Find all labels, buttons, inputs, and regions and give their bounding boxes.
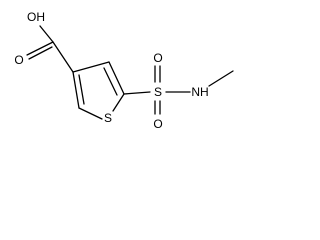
bond-amine-methyl bbox=[208, 70, 234, 87]
sulfonyl-oxygen-top-label: O bbox=[153, 51, 162, 65]
amine-label: NH bbox=[191, 85, 208, 99]
bond-carboxyl-carbonyl-double bbox=[28, 46, 53, 60]
bond-ring-c2-c5 bbox=[108, 61, 125, 95]
ring-sulfur-label: S bbox=[104, 111, 112, 125]
bond-carboxyl-ring bbox=[52, 41, 74, 73]
bond-ring-c3-c2 bbox=[72, 61, 110, 73]
bond-hydroxyl-carboxyl bbox=[39, 25, 54, 43]
carbonyl-oxygen-label: O bbox=[14, 53, 23, 67]
bond-ring-c3-c4 bbox=[72, 71, 80, 109]
bond-ring-c4-s bbox=[78, 107, 103, 120]
bond-ring-c2-c5-double bbox=[103, 67, 118, 96]
bond-ring-c5-s bbox=[112, 93, 125, 112]
sulfonyl-oxygen-bottom-label: O bbox=[153, 117, 162, 131]
bond-carboxyl-carbonyl bbox=[26, 41, 54, 56]
bond-ring-sulfonyl bbox=[123, 91, 151, 95]
chemical-structure: OH O S S O O NH bbox=[14, 10, 234, 131]
sulfonyl-sulfur-label: S bbox=[154, 85, 162, 99]
bond-ring-c3-c4-double bbox=[78, 74, 85, 105]
hydroxyl-label: OH bbox=[27, 10, 45, 24]
